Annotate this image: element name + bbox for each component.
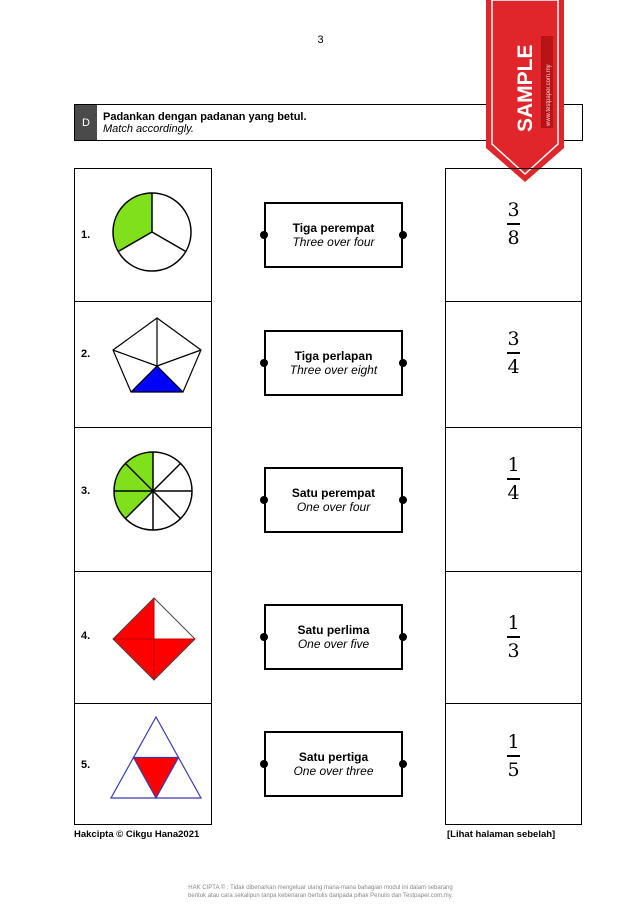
disclaimer: HAK CIPTA © : Tidak dibenarkan mengeluar… [0,884,641,900]
word-malay: Tiga perempat [292,221,375,235]
connect-dot-right[interactable] [399,496,407,504]
fraction-bar [507,636,520,638]
pentagon-fifths-shape [112,317,202,393]
shapes-column: 1. 2. 3. [74,168,212,825]
fraction-numerator: 3 [507,199,520,221]
circle-thirds-shape [112,192,192,272]
shape-row-2: 2. [75,302,211,428]
next-page-note: [Lihat halaman sebelah] [447,829,556,840]
fraction-denominator: 4 [507,355,520,378]
word-box-4[interactable]: Satu perlima One over five [260,604,407,670]
fraction-denominator: 3 [507,639,520,662]
connect-dot-right[interactable] [399,760,407,768]
word-malay: Satu perempat [291,486,376,500]
disclaimer-line-1: HAK CIPTA © : Tidak dibenarkan mengeluar… [188,885,453,891]
fraction-denominator: 8 [507,226,520,249]
fractions-column: 3 8 3 4 1 4 1 3 1 5 [445,168,582,825]
instruction-malay: Padankan dengan padanan yang betul. [103,110,307,123]
connect-dot-left[interactable] [260,496,268,504]
ribbon-inner [491,0,559,176]
fraction-bar [507,755,520,757]
word-box-1[interactable]: Tiga perempat Three over four [260,202,407,268]
fraction-row-2: 3 4 [446,302,581,428]
fraction-numerator: 1 [507,612,520,634]
word-english: Three over eight [289,363,378,377]
word-malay: Tiga perlapan [294,349,373,363]
diamond-quarters-shape [112,597,196,681]
fraction-numerator: 3 [507,328,520,350]
row-number: 2. [81,348,91,360]
section-letter: D [75,105,97,140]
shape-row-1: 1. [75,169,211,302]
connect-dot-left[interactable] [260,231,268,239]
disclaimer-line-2: bentuk atau cara sekalipun tanpa kebenar… [188,893,453,899]
fraction: 3 8 [446,199,581,249]
fraction-numerator: 1 [507,454,520,476]
fraction: 1 5 [446,731,581,781]
word-english: One over four [296,500,371,514]
fraction-row-4: 1 3 [446,572,581,704]
row-number: 4. [81,630,91,642]
word-english: Three over four [292,235,375,249]
connect-dot-left[interactable] [260,760,268,768]
word-malay: Satu pertiga [298,750,369,764]
sample-ribbon-stamp: SAMPLE www.testpaper.com.my [486,0,564,182]
shape-row-5: 5. [75,704,211,826]
page-number: 3 [317,34,324,46]
word-english: One over three [293,764,374,778]
section-header: D Padankan dengan padanan yang betul. Ma… [74,104,583,141]
circle-eighths-shape [113,451,193,531]
fraction-row-1: 3 8 [446,169,581,302]
fraction: 3 4 [446,328,581,378]
shape-row-4: 4. [75,572,211,704]
section-instructions: Padankan dengan padanan yang betul. Matc… [97,105,313,140]
shape-row-3: 3. [75,428,211,572]
word-box-2[interactable]: Tiga perlapan Three over eight [260,330,407,396]
fraction-row-3: 1 4 [446,428,581,572]
fraction-bar [507,352,520,354]
word-malay: Satu perlima [297,623,370,637]
word-english: One over five [297,637,370,651]
row-number: 3. [81,485,91,497]
connect-dot-left[interactable] [260,359,268,367]
triangle-quarters-shape [109,716,203,800]
fraction-row-5: 1 5 [446,704,581,826]
fraction-numerator: 1 [507,731,520,753]
word-box-3[interactable]: Satu perempat One over four [260,467,407,533]
fraction-bar [507,223,520,225]
connect-dot-right[interactable] [399,231,407,239]
ribbon-label: SAMPLE [514,44,537,132]
connect-dot-right[interactable] [399,359,407,367]
ribbon-sub-label: www.testpaper.com.my [546,64,552,127]
row-number: 5. [81,759,91,771]
instruction-english: Match accordingly. [103,122,194,135]
ribbon-sub-bar [541,36,553,128]
copyright-text: Hakcipta © Cikgu Hana2021 [74,829,200,840]
fraction-bar [507,478,520,480]
connect-dot-right[interactable] [399,633,407,641]
row-number: 1. [81,229,91,241]
connect-dot-left[interactable] [260,633,268,641]
fraction: 1 4 [446,454,581,504]
fraction-denominator: 5 [507,758,520,781]
fraction: 1 3 [446,612,581,662]
fraction-denominator: 4 [507,481,520,504]
word-box-5[interactable]: Satu pertiga One over three [260,731,407,797]
